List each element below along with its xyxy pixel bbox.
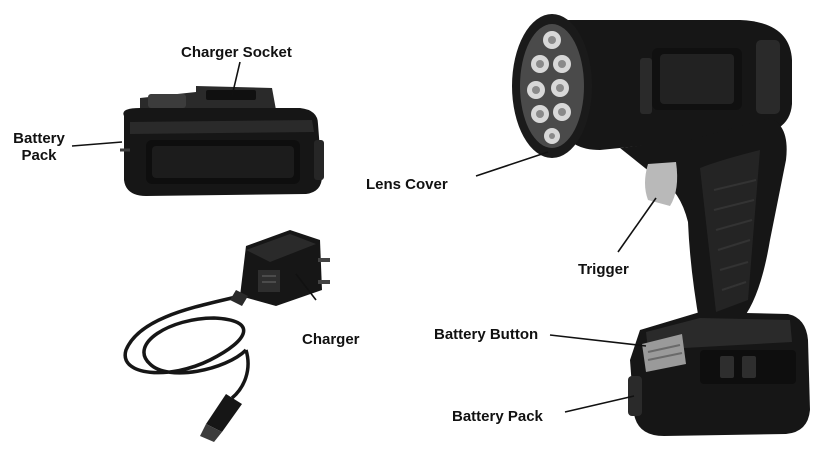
battery-pack-illustration: [120, 86, 324, 196]
leader-battery-pack-right: [564, 395, 635, 413]
label-battery-pack-right: Battery Pack: [452, 408, 543, 425]
label-battery-pack-left-line2: Pack: [21, 147, 57, 164]
label-lens-cover: Lens Cover: [366, 176, 448, 193]
charger-illustration: [123, 230, 330, 442]
leader-charger-socket: [231, 61, 241, 97]
leader-charger: [295, 273, 317, 301]
label-charger-socket: Charger Socket: [181, 44, 292, 61]
label-battery-pack-left-line1: Battery: [13, 130, 65, 147]
leader-trigger: [617, 197, 657, 253]
flashlight-illustration: [512, 14, 810, 436]
leader-lines: [71, 61, 657, 413]
leader-battery-button: [549, 334, 647, 347]
label-battery-button: Battery Button: [434, 326, 539, 343]
label-trigger: Trigger: [578, 261, 629, 278]
leader-battery-pack-left: [71, 141, 123, 147]
leader-lens-cover: [475, 151, 549, 177]
label-charger: Charger: [302, 331, 360, 348]
label-battery-pack-left: Battery Pack: [8, 130, 70, 164]
